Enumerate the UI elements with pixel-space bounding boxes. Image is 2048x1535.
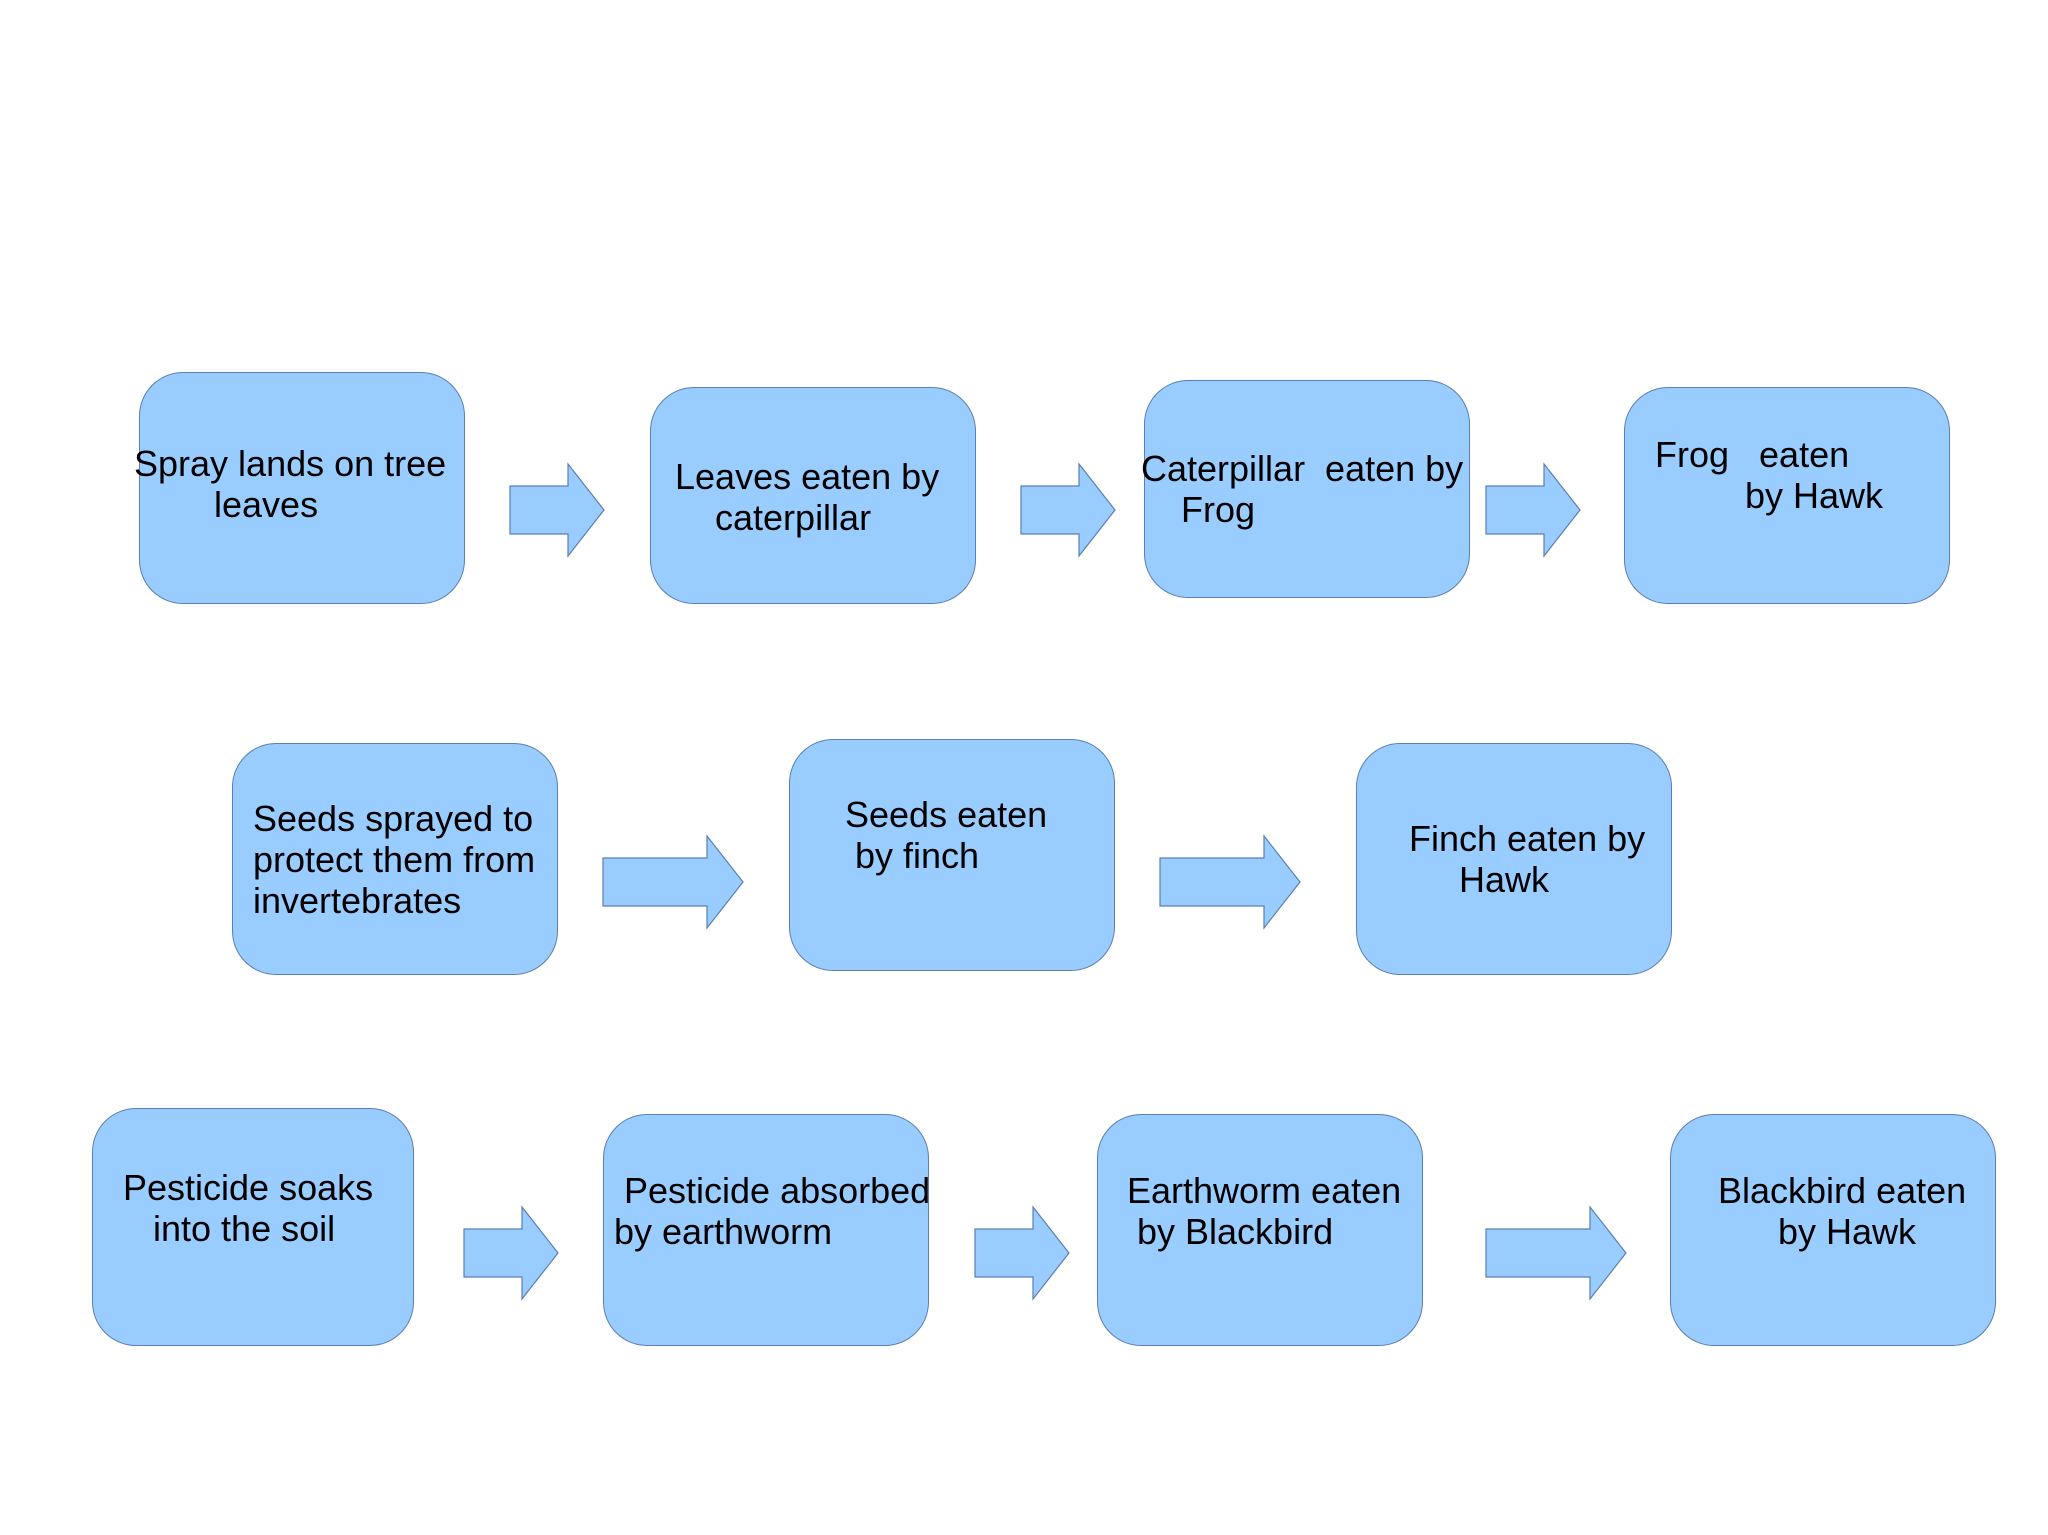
step-spray-on-leaves: Spray lands on tree leaves [134, 372, 465, 604]
step-label: Pesticide absorbed by earthworm [614, 1170, 931, 1252]
step-label: Spray lands on tree leaves [134, 443, 447, 525]
step-label: Leaves eaten by caterpillar [675, 456, 940, 538]
right-arrow-icon [1020, 462, 1116, 558]
right-arrow-icon [1485, 1205, 1627, 1301]
step-label: Frog eaten by Hawk [1655, 434, 1884, 516]
step-label: Pesticide soaks into the soil [123, 1167, 374, 1249]
step-leaves-eaten-by-caterpillar: Leaves eaten by caterpillar [650, 387, 976, 604]
step-earthworm-eaten-by-blackbird: Earthworm eaten by Blackbird [1097, 1114, 1423, 1346]
step-seeds-eaten-by-finch: Seeds eaten by finch [789, 739, 1115, 971]
right-arrow-icon [602, 834, 744, 930]
step-seeds-sprayed: Seeds sprayed to protect them from inver… [232, 743, 558, 975]
right-arrow-icon [463, 1205, 559, 1301]
step-finch-eaten-by-hawk: Finch eaten by Hawk [1356, 743, 1672, 975]
step-label: Finch eaten by Hawk [1409, 818, 1646, 900]
right-arrow-icon [509, 462, 605, 558]
step-label: Earthworm eaten by Blackbird [1127, 1170, 1402, 1252]
step-label: Seeds eaten by finch [845, 794, 1048, 876]
step-caterpillar-eaten-by-frog: Caterpillar eaten by Frog [1141, 380, 1470, 598]
step-label: Caterpillar eaten by Frog [1141, 448, 1464, 530]
right-arrow-icon [1159, 834, 1301, 930]
step-label: Seeds sprayed to protect them from inver… [253, 798, 536, 921]
right-arrow-icon [1485, 462, 1581, 558]
step-pesticide-soaks-soil: Pesticide soaks into the soil [92, 1108, 414, 1346]
step-pesticide-absorbed-by-earthworm: Pesticide absorbed by earthworm [603, 1114, 931, 1346]
step-frog-eaten-by-hawk: Frog eaten by Hawk [1624, 387, 1950, 604]
step-blackbird-eaten-by-hawk: Blackbird eaten by Hawk [1670, 1114, 1996, 1346]
step-label: Blackbird eaten by Hawk [1718, 1170, 1967, 1252]
right-arrow-icon [974, 1205, 1070, 1301]
